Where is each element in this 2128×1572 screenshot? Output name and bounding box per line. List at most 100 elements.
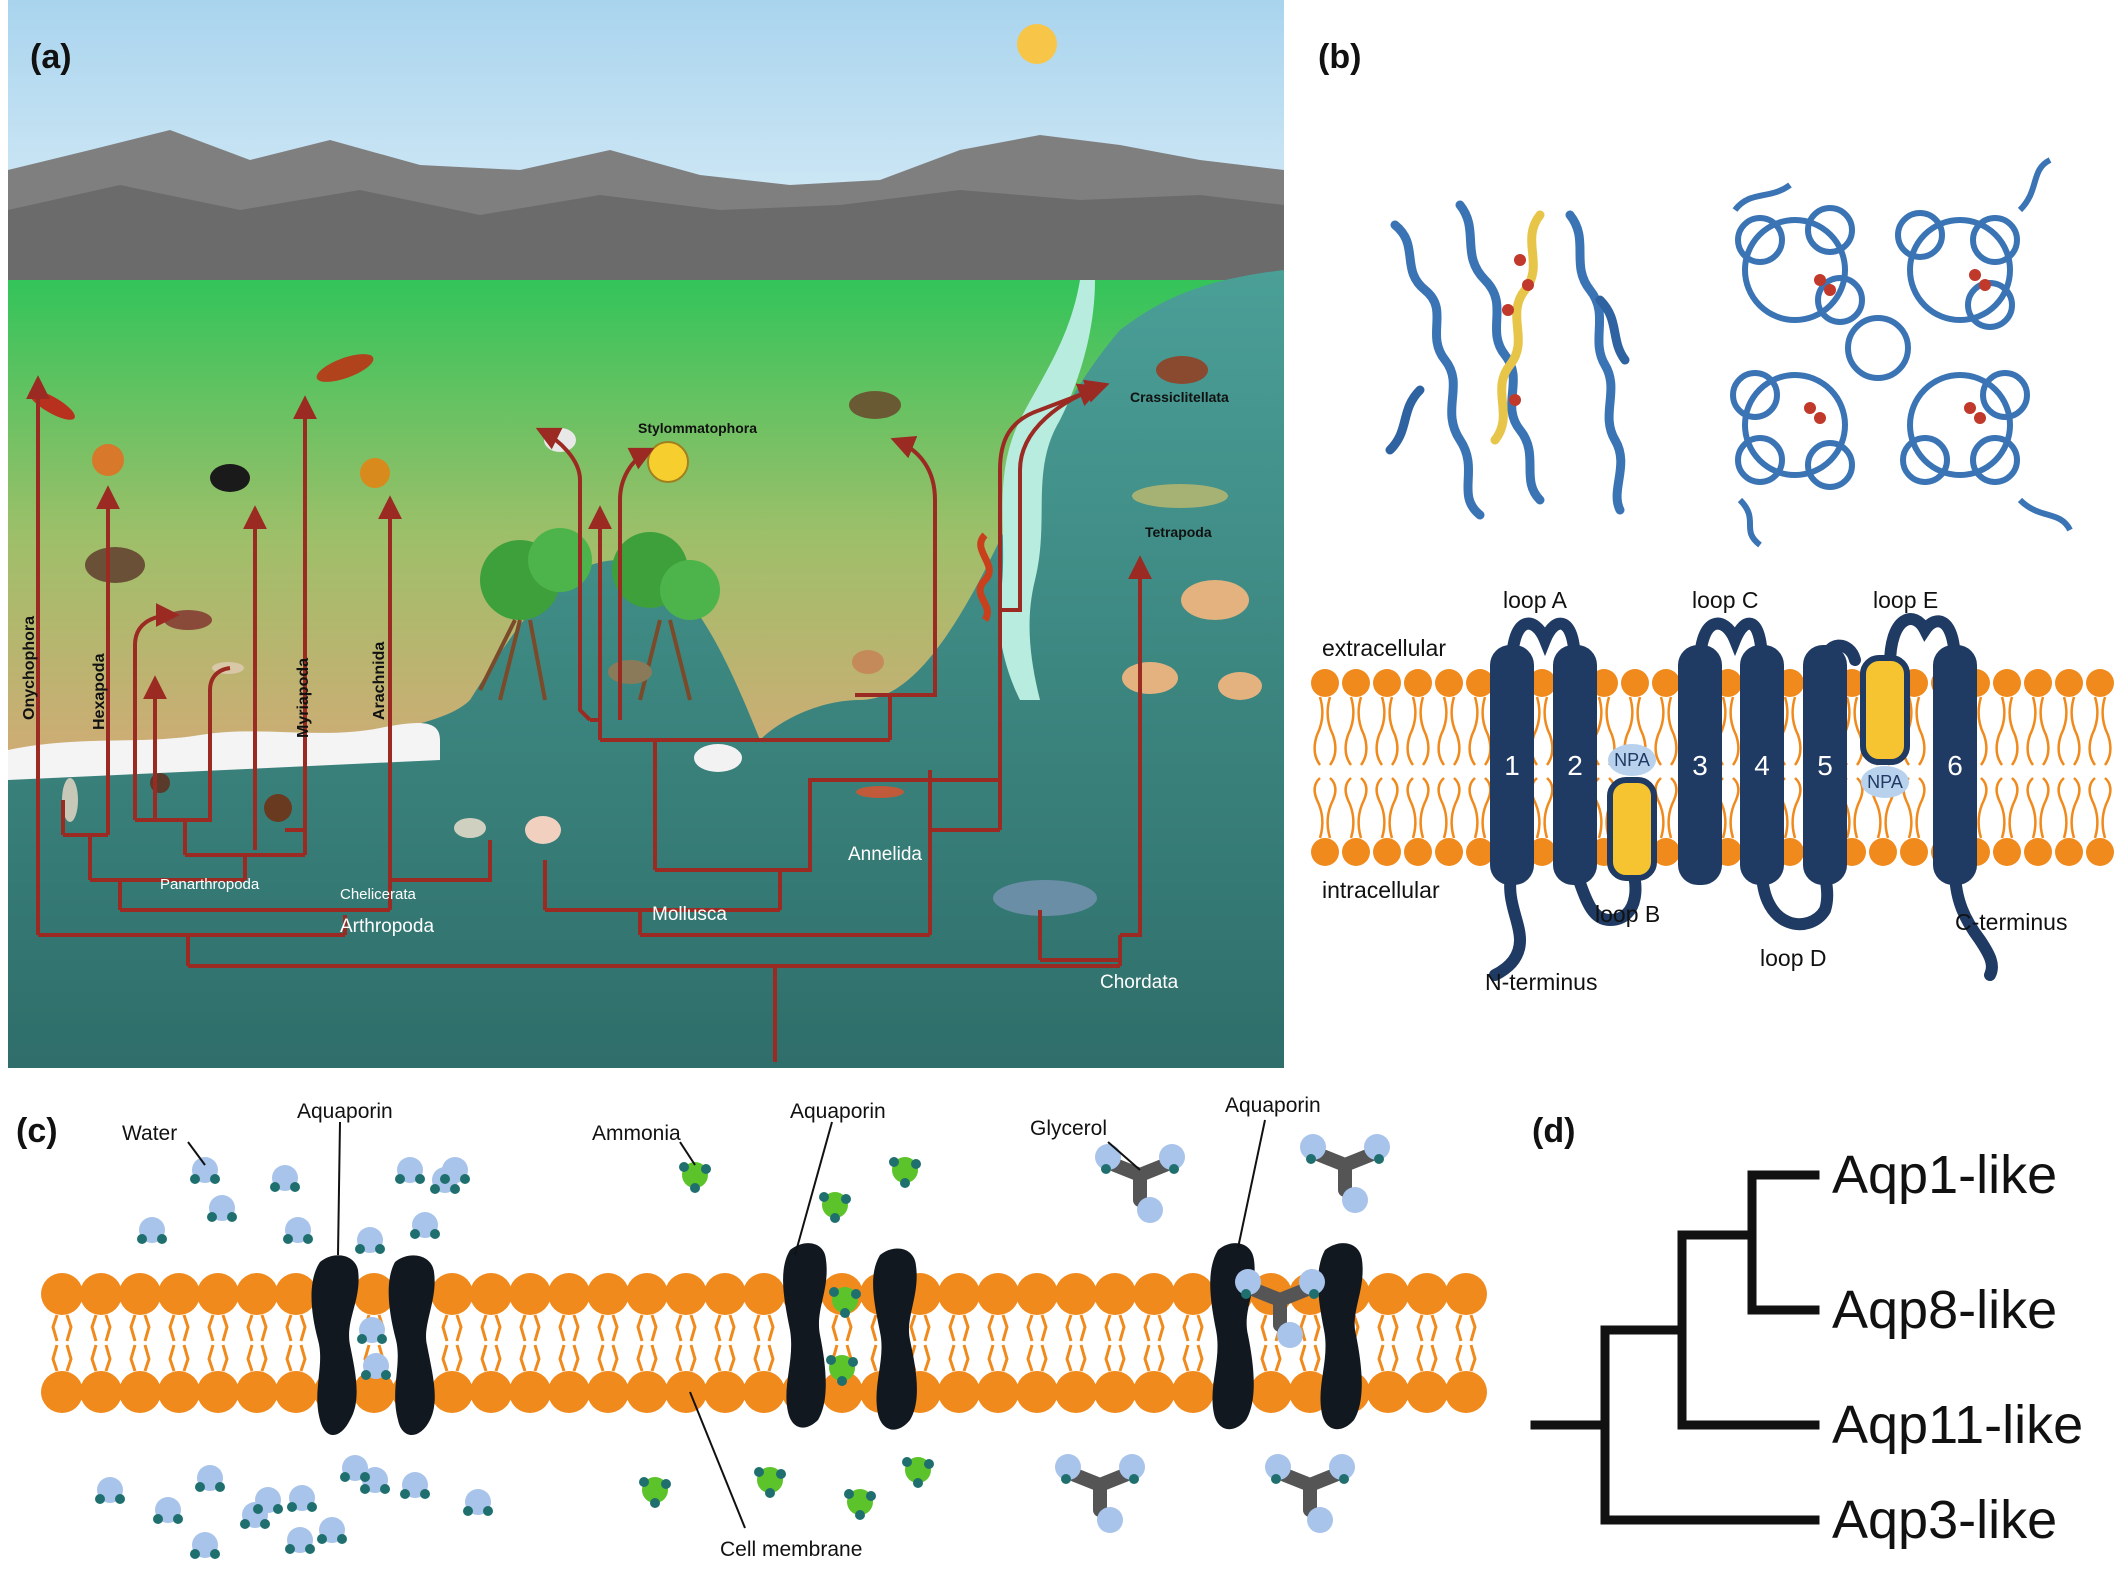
lipid-pair xyxy=(431,1273,473,1413)
water-molecule-icon xyxy=(287,1485,317,1512)
molecules xyxy=(95,1134,1390,1559)
stone-icon xyxy=(608,660,652,684)
centipede-icon xyxy=(856,786,904,798)
ammonia-molecule-icon xyxy=(679,1162,711,1193)
snail-icon xyxy=(544,428,576,452)
animal-icons xyxy=(29,354,1228,916)
helix-3 xyxy=(1678,645,1722,885)
npa-badge-e xyxy=(1861,766,1909,798)
worm-icon xyxy=(976,532,993,622)
loop-a-label: loop A xyxy=(1503,587,1568,613)
snail-yellow-icon xyxy=(647,441,689,483)
phylogeny-tree xyxy=(26,375,1152,1062)
beetle-icon xyxy=(210,464,250,492)
glycerol-molecule-icon xyxy=(1235,1269,1325,1348)
water-molecule-icon xyxy=(195,1465,225,1492)
millipede-icon xyxy=(316,354,374,382)
water-molecule-icon xyxy=(400,1472,430,1499)
onychophoran-icon xyxy=(62,778,78,822)
panel-label-b: (b) xyxy=(1318,38,1361,76)
aquaporin-channel-icon xyxy=(1318,1243,1363,1430)
water-molecule-icon xyxy=(137,1217,167,1244)
lipid-pair xyxy=(1466,669,1494,866)
mangrove-tree-icon xyxy=(478,528,592,701)
leaf-aqp1-like: Aqp1-like xyxy=(1832,1145,2057,1205)
beach xyxy=(8,723,440,780)
n-terminus-path xyxy=(1489,864,1527,981)
tetramer-structure-icon xyxy=(1730,157,2073,548)
tick-icon xyxy=(92,444,124,476)
aquaporin-label-2: Aquaporin xyxy=(790,1100,886,1123)
c-terminus-label: C-terminus xyxy=(1955,909,2067,935)
n-terminus-label: N-terminus xyxy=(1485,969,1597,995)
pycnogonid-icon xyxy=(454,818,486,838)
lipid-pair xyxy=(1342,669,1370,866)
loop-d-label: loop D xyxy=(1760,945,1826,971)
lipid-pair xyxy=(743,1273,785,1413)
tip-crassiclitellata: Crassiclitellata xyxy=(1130,389,1229,405)
burrow-icon xyxy=(85,547,145,583)
loop-c-label: loop C xyxy=(1692,587,1758,613)
lipid-pair xyxy=(2055,669,2083,866)
spider-icon xyxy=(360,458,390,488)
nudibranch-icon xyxy=(694,744,742,772)
water-molecule-icon xyxy=(463,1489,493,1516)
aqp-cladogram xyxy=(1530,1170,1820,1525)
tip-stylommatophora: Stylommatophora xyxy=(638,420,757,436)
lipid-pair xyxy=(1993,669,2021,866)
helix-4 xyxy=(1740,645,1784,885)
crab-icon xyxy=(164,610,212,630)
npa-label-b: NPA xyxy=(1614,750,1650,770)
lipid-pair xyxy=(1445,1273,1487,1413)
helix-label-2: 2 xyxy=(1567,750,1583,781)
ammonia-molecule-icon xyxy=(826,1355,858,1386)
clade-chordata: Chordata xyxy=(1100,972,1179,993)
panel-a-evolution-scene: Onychophora Hexapoda Myriapoda Arachnida… xyxy=(8,0,1284,1068)
clade-mollusca: Mollusca xyxy=(652,904,727,925)
lizard-icon xyxy=(1132,484,1228,508)
lipid-pair xyxy=(548,1273,590,1413)
water-molecule-icon xyxy=(253,1487,283,1514)
extracellular-label: extracellular xyxy=(1322,635,1446,661)
rock xyxy=(1218,672,1262,700)
lipid-pair xyxy=(2086,669,2114,866)
river xyxy=(999,280,1095,700)
helix-label-4: 4 xyxy=(1754,750,1770,781)
ammonia-molecule-icon xyxy=(819,1192,851,1223)
npa-label-e: NPA xyxy=(1867,772,1903,792)
water-molecule-icon xyxy=(355,1227,385,1254)
lipid-pair xyxy=(704,1273,746,1413)
taxon-onychophora: Onychophora xyxy=(21,616,38,720)
snail-brown-icon xyxy=(849,391,901,419)
helix-label-1: 1 xyxy=(1504,750,1520,781)
helix-group: NPA NPA 1 2 3 4 5 6 xyxy=(1490,645,1977,885)
loop-a-path xyxy=(1506,617,1581,671)
lipid-pair xyxy=(80,1273,122,1413)
loop-e-label: loop E xyxy=(1873,587,1938,613)
lipid-pair xyxy=(119,1273,161,1413)
lipid-pair xyxy=(1406,1273,1448,1413)
aquaporin-label-1: Aquaporin xyxy=(297,1100,393,1123)
loop-b-label: loop B xyxy=(1595,901,1660,927)
lipid-pair xyxy=(1311,669,1339,866)
clade-arthropoda: Arthropoda xyxy=(340,916,434,937)
leaf-aqp3-like: Aqp3-like xyxy=(1832,1490,2057,1550)
loop-c-path xyxy=(1694,617,1768,671)
coelacanth-icon xyxy=(993,880,1097,916)
sun xyxy=(1017,24,1057,64)
glycerol-molecule-icon xyxy=(1300,1134,1390,1213)
water-molecule-icon xyxy=(340,1455,370,1482)
taxon-myriapoda: Myriapoda xyxy=(295,658,312,738)
panel-label-d: (d) xyxy=(1532,1112,1575,1150)
lipid-pair xyxy=(1373,669,1401,866)
water-molecule-icon xyxy=(283,1217,313,1244)
mangrove-tree-icon xyxy=(612,532,720,701)
glycerol-molecule-icon xyxy=(1095,1144,1185,1223)
water-molecule-icon xyxy=(395,1157,425,1184)
clade-annelida: Annelida xyxy=(848,844,922,865)
cell-membrane-label: Cell membrane xyxy=(720,1538,862,1561)
panel-label-a: (a) xyxy=(30,38,72,76)
aquaporin-channels xyxy=(311,1243,1363,1435)
leaf-aqp11-like: Aqp11-like xyxy=(1832,1395,2083,1455)
